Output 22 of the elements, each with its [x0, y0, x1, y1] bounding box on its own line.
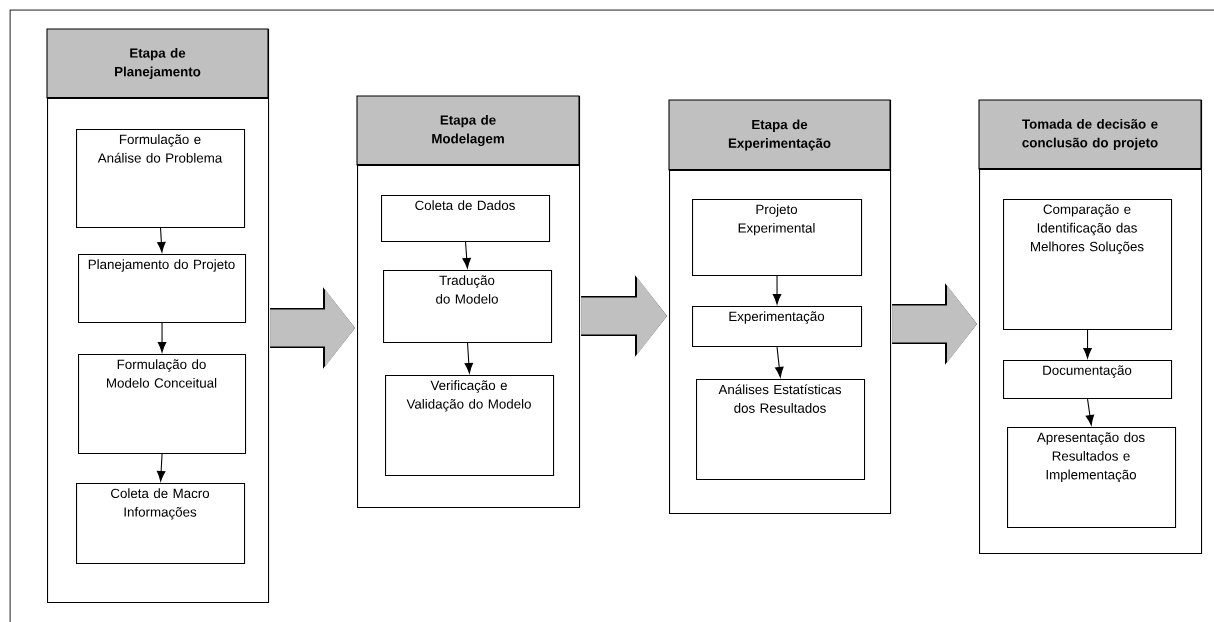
step-box: Coleta de Macro Informações [76, 483, 246, 565]
step-box: Experimentação [692, 306, 863, 348]
arrow [464, 342, 474, 374]
step-box: Formulação e Análise do Problema [76, 129, 246, 229]
arrow [772, 275, 782, 305]
step-box: Coleta de Dados [381, 195, 551, 243]
arrow [462, 241, 471, 269]
step-box: Documentação [1003, 360, 1173, 400]
arrow [157, 227, 166, 253]
arrow [1085, 398, 1095, 426]
step-box: Comparação e Identificação das Melhores Soluções [1003, 199, 1173, 331]
step-box: Projeto Experimental [692, 199, 863, 277]
step-box: Formulação do Modelo Conceitual [78, 354, 247, 455]
step-box: Planejamento do Projeto [78, 254, 247, 324]
step-box: Tradução do Modelo [383, 270, 553, 344]
arrow [156, 453, 166, 482]
arrow [1083, 329, 1092, 359]
step-box: Análises Estatísticas dos Resultados [696, 379, 866, 481]
step-box: Apresentação dos Resultados e Implementação [1007, 427, 1177, 529]
step-box: Verificação e Validação do Modelo [385, 375, 555, 477]
arrow [157, 322, 167, 353]
arrow [775, 346, 784, 378]
